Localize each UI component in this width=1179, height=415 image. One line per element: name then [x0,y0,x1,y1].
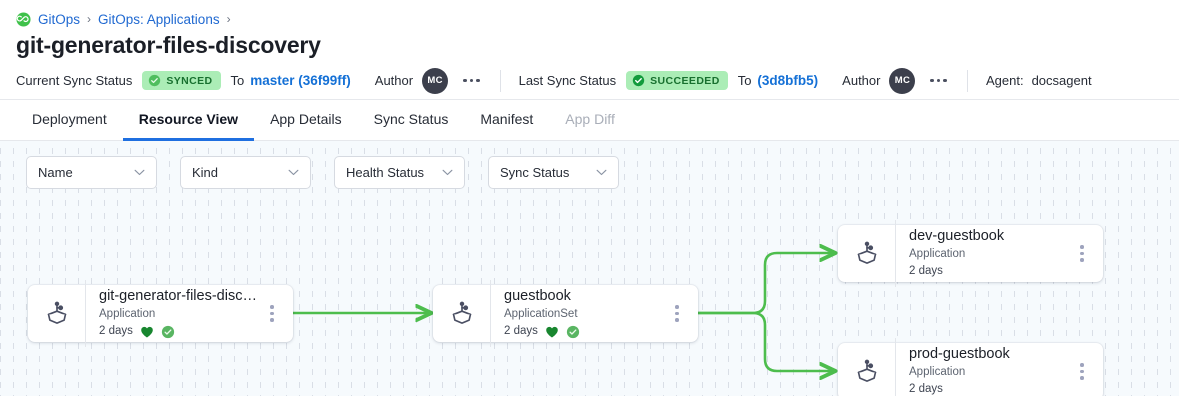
filter-sync-status-dropdown[interactable]: Sync Status [488,156,619,189]
last-sync-status-badge-text: SUCCEEDED [650,74,720,87]
node-body: prod-guestbook Application 2 days [895,338,1069,396]
argo-application-icon [28,301,85,327]
check-circle-icon [148,74,161,87]
node-title: prod-guestbook [909,346,1010,362]
current-sync-revision-link[interactable]: master (36f99ff) [250,73,351,88]
check-circle-filled-icon [632,74,645,87]
tab-bar: Deployment Resource View App Details Syn… [0,100,1179,141]
breadcrumb-separator-2: › [226,12,231,26]
node-body: guestbook ApplicationSet 2 days [490,280,664,347]
node-meta: 2 days [909,263,1069,280]
status-divider-1 [499,69,501,92]
chevron-down-icon [596,169,607,176]
node-title: guestbook [504,288,571,304]
node-meta: 2 days [99,323,259,340]
chevron-down-icon [442,169,453,176]
filter-kind-dropdown[interactable]: Kind [180,156,311,189]
node-kind: Application [99,308,156,320]
check-circle-synced-icon [566,325,580,339]
node-body: git-generator-files-disco… Application 2… [85,280,259,347]
node-title: git-generator-files-disco… [99,288,259,304]
agent-label: Agent: [985,73,1024,88]
filter-health-status-label: Health Status [346,165,425,180]
argo-application-icon [433,301,490,327]
last-sync-status-label: Last Sync Status [518,73,617,88]
current-sync-to-label: To [230,73,245,88]
check-circle-synced-icon [161,325,175,339]
node-kind: ApplicationSet [504,308,578,320]
graph-node-git-generator-files-discovery[interactable]: git-generator-files-disco… Application 2… [28,280,293,347]
filter-health-status-dropdown[interactable]: Health Status [334,156,465,189]
status-bar: Current Sync Status SYNCED To master (36… [0,62,1179,100]
breadcrumb-item-gitops[interactable]: GitOps [38,11,81,27]
current-sync-status-label: Current Sync Status [16,73,133,88]
heart-healthy-icon [545,325,559,339]
edge-appset-to-dev [695,253,834,315]
node-meta: 2 days [504,323,664,340]
filter-kind-label: Kind [192,165,219,180]
last-author-avatar[interactable]: MC [889,67,916,94]
current-sync-status-badge[interactable]: SYNCED [142,71,221,90]
edge-appset-to-prod [695,311,834,371]
node-overflow-menu-icon[interactable] [259,305,285,322]
current-author-avatar[interactable]: MC [422,67,449,94]
node-kind: Application [909,248,966,260]
filter-bar: Name Kind Health Status Sync Status [26,156,619,189]
tab-sync-status[interactable]: Sync Status [373,111,449,127]
graph-node-prod-guestbook[interactable]: prod-guestbook Application 2 days [838,338,1103,396]
last-sync-overflow-menu-icon[interactable] [928,75,949,87]
breadcrumb: GitOps › GitOps: Applications › [0,0,1179,28]
filter-sync-status-label: Sync Status [500,165,570,180]
graph-node-guestbook-appset[interactable]: guestbook ApplicationSet 2 days [433,280,698,347]
graph-node-dev-guestbook[interactable]: dev-guestbook Application 2 days [838,220,1103,287]
tab-app-details[interactable]: App Details [270,111,342,127]
tab-resource-view[interactable]: Resource View [122,100,255,141]
tab-deployment[interactable]: Deployment [32,111,107,127]
argo-application-icon [838,241,895,267]
current-sync-overflow-menu-icon[interactable] [461,75,482,87]
node-title: dev-guestbook [909,228,1005,244]
page-title: git-generator-files-discovery [16,32,321,58]
last-author-label: Author [842,73,881,88]
filter-name-dropdown[interactable]: Name [26,156,157,189]
node-age: 2 days [504,325,538,337]
chevron-down-icon [134,169,145,176]
chevron-down-icon [288,169,299,176]
current-sync-status-badge-text: SYNCED [166,74,213,87]
tab-app-diff: App Diff [565,111,615,127]
current-author-label: Author [374,73,414,88]
node-overflow-menu-icon[interactable] [1069,245,1095,262]
node-overflow-menu-icon[interactable] [664,305,690,322]
gitops-logo-icon [16,11,31,27]
argo-application-icon [838,359,895,385]
node-age: 2 days [909,383,943,395]
node-kind: Application [909,366,966,378]
tab-manifest[interactable]: Manifest [480,111,534,127]
node-age: 2 days [909,265,943,277]
last-sync-to-label: To [737,73,752,88]
node-body: dev-guestbook Application 2 days [895,220,1069,287]
heart-healthy-icon [140,325,154,339]
node-overflow-menu-icon[interactable] [1069,363,1095,380]
filter-name-label: Name [38,165,73,180]
node-age: 2 days [99,325,133,337]
last-sync-status-badge[interactable]: SUCCEEDED [626,71,728,90]
status-divider-2 [966,69,968,92]
agent-value: docsagent [1031,73,1092,88]
breadcrumb-separator: › [87,12,92,26]
breadcrumb-item-applications[interactable]: GitOps: Applications [98,11,220,27]
last-sync-revision-link[interactable]: (3d8bfb5) [757,73,819,88]
node-meta: 2 days [909,381,1069,396]
resource-graph-canvas[interactable]: Name Kind Health Status Sync Status [0,141,1179,396]
